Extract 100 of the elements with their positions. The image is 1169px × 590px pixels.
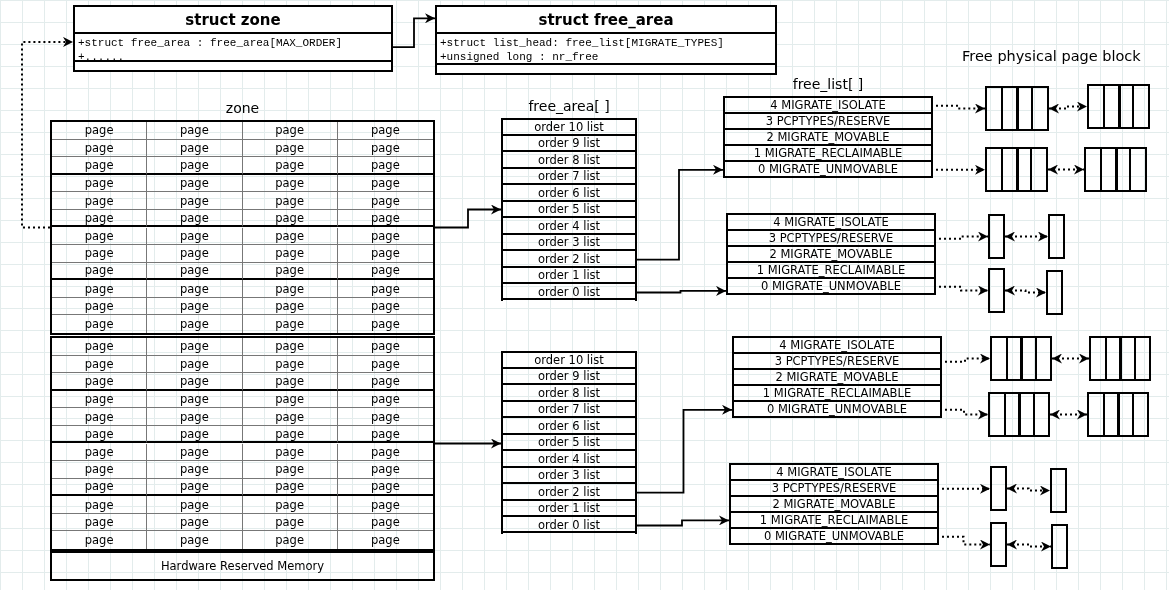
migrate-type-slot: 1 MIGRATE_RECLAIMABLE bbox=[734, 386, 940, 402]
order-list-slot: order 6 list bbox=[503, 418, 635, 435]
page-cell: page bbox=[242, 297, 338, 316]
dotted-double-arrow bbox=[1051, 353, 1090, 364]
page-cell: page bbox=[147, 280, 243, 298]
page-cell: page bbox=[52, 262, 148, 281]
page-cell: page bbox=[52, 280, 148, 298]
page-cell: page bbox=[242, 209, 338, 228]
page-block bbox=[988, 214, 1005, 259]
order-list-slot: order 5 list bbox=[503, 435, 635, 452]
page-cell: page bbox=[147, 139, 243, 158]
page-cell: page bbox=[147, 297, 243, 316]
page-cell: page bbox=[242, 315, 338, 333]
page-cell: page bbox=[337, 227, 433, 246]
page-cell-text: page bbox=[370, 532, 401, 549]
migrate-type-slot: 4 MIGRATE_ISOLATE bbox=[728, 215, 934, 231]
section-title: Free physical page block bbox=[962, 48, 1141, 64]
page-cell: page bbox=[52, 338, 148, 356]
migrate-type-slot: 1 MIGRATE_RECLAIMABLE bbox=[731, 513, 937, 529]
page-block bbox=[990, 522, 1007, 567]
page-cell: page bbox=[337, 496, 433, 514]
page-cell: page bbox=[337, 373, 433, 391]
page-cell: page bbox=[242, 425, 338, 444]
order-list-slot: order 4 list bbox=[503, 451, 635, 468]
page-block bbox=[990, 466, 1007, 511]
page-block bbox=[985, 86, 1049, 131]
page-cell: page bbox=[242, 531, 338, 549]
page-cell: page bbox=[242, 227, 338, 246]
order-list-slot: order 2 list bbox=[503, 484, 635, 501]
page-cell: page bbox=[337, 443, 433, 462]
page-cell: page bbox=[147, 262, 243, 281]
array-box bbox=[732, 336, 942, 418]
page-cell: page bbox=[337, 461, 433, 479]
page-block bbox=[1046, 270, 1063, 315]
migrate-type-slot: 1 MIGRATE_RECLAIMABLE bbox=[725, 146, 931, 162]
order-list-slot: order 2 list bbox=[503, 251, 635, 268]
migrate-type-slot: 0 MIGRATE_UNMOVABLE bbox=[728, 279, 934, 295]
page-cell: page bbox=[242, 139, 338, 158]
page-block bbox=[1087, 84, 1150, 129]
order-list-slot: order 9 list bbox=[503, 136, 635, 153]
order-list-slot: order 3 list bbox=[503, 468, 635, 485]
page-cell: page bbox=[147, 245, 243, 263]
page-cell: page bbox=[52, 227, 148, 246]
class-attribute: +struct list_head: free_list[MIGRATE_TYPES] bbox=[440, 37, 724, 49]
page-cell: page bbox=[147, 209, 243, 228]
page-block bbox=[1048, 214, 1065, 259]
page-cell: page bbox=[242, 192, 338, 210]
page-cell: page bbox=[52, 443, 148, 462]
arrow bbox=[634, 164, 724, 261]
page-cell: page bbox=[337, 513, 433, 532]
page-cell: page bbox=[242, 338, 338, 356]
page-cell: page bbox=[147, 443, 243, 462]
migrate-type-slot: 3 PCPTYPES/RESERVE bbox=[734, 354, 940, 370]
order-list-slot: order 9 list bbox=[503, 369, 635, 386]
page-table bbox=[50, 336, 435, 551]
page-cell: page bbox=[147, 122, 243, 140]
migrate-type-slot: 2 MIGRATE_MOVABLE bbox=[728, 247, 934, 263]
page-cell: page bbox=[337, 174, 433, 193]
class-box bbox=[73, 5, 393, 72]
page-cell: page bbox=[242, 122, 338, 140]
order-list-slot: order 8 list bbox=[503, 385, 635, 402]
arrow bbox=[392, 13, 436, 49]
memory-region: Hardware Reserved Memory bbox=[50, 551, 435, 581]
page-cell: page bbox=[147, 315, 243, 333]
page-cell: page bbox=[147, 174, 243, 193]
order-list-slot: order 10 list bbox=[503, 120, 635, 136]
page-cell: page bbox=[242, 408, 338, 426]
page-block bbox=[988, 392, 1050, 437]
arrow bbox=[634, 404, 733, 494]
dotted-double-arrow bbox=[1006, 539, 1052, 552]
page-cell: page bbox=[52, 513, 148, 532]
arrow bbox=[434, 438, 502, 449]
page-cell: page bbox=[242, 443, 338, 462]
order-list-slot: order 5 list bbox=[503, 202, 635, 219]
order-list-slot: order 1 list bbox=[503, 501, 635, 518]
migrate-type-slot: 1 MIGRATE_RECLAIMABLE bbox=[728, 263, 934, 279]
order-list-slot: order 6 list bbox=[503, 185, 635, 202]
dotted-double-arrow bbox=[1048, 101, 1088, 114]
array-box bbox=[726, 213, 936, 295]
page-cell: page bbox=[337, 338, 433, 356]
page-cell: page bbox=[52, 315, 148, 333]
migrate-type-slot: 3 PCPTYPES/RESERVE bbox=[725, 114, 931, 130]
page-cell: page bbox=[52, 174, 148, 193]
dotted-double-arrow bbox=[1004, 231, 1049, 242]
page-cell: page bbox=[242, 478, 338, 497]
page-cell: page bbox=[52, 408, 148, 426]
class-name: struct zone bbox=[184, 11, 282, 29]
page-cell: page bbox=[147, 425, 243, 444]
order-list-slot: order 0 list bbox=[503, 284, 635, 301]
page-cell: page bbox=[147, 513, 243, 532]
page-cell: page bbox=[52, 425, 148, 444]
page-cell: page bbox=[147, 338, 243, 356]
page-cell: page bbox=[337, 192, 433, 210]
page-cell: page bbox=[52, 390, 148, 409]
page-cell: page bbox=[147, 390, 243, 409]
page-cell: page bbox=[242, 280, 338, 298]
page-cell: page bbox=[337, 139, 433, 158]
page-cell: page bbox=[337, 262, 433, 281]
order-list-slot: order 8 list bbox=[503, 152, 635, 169]
order-list-slot: order 10 list bbox=[503, 353, 635, 369]
